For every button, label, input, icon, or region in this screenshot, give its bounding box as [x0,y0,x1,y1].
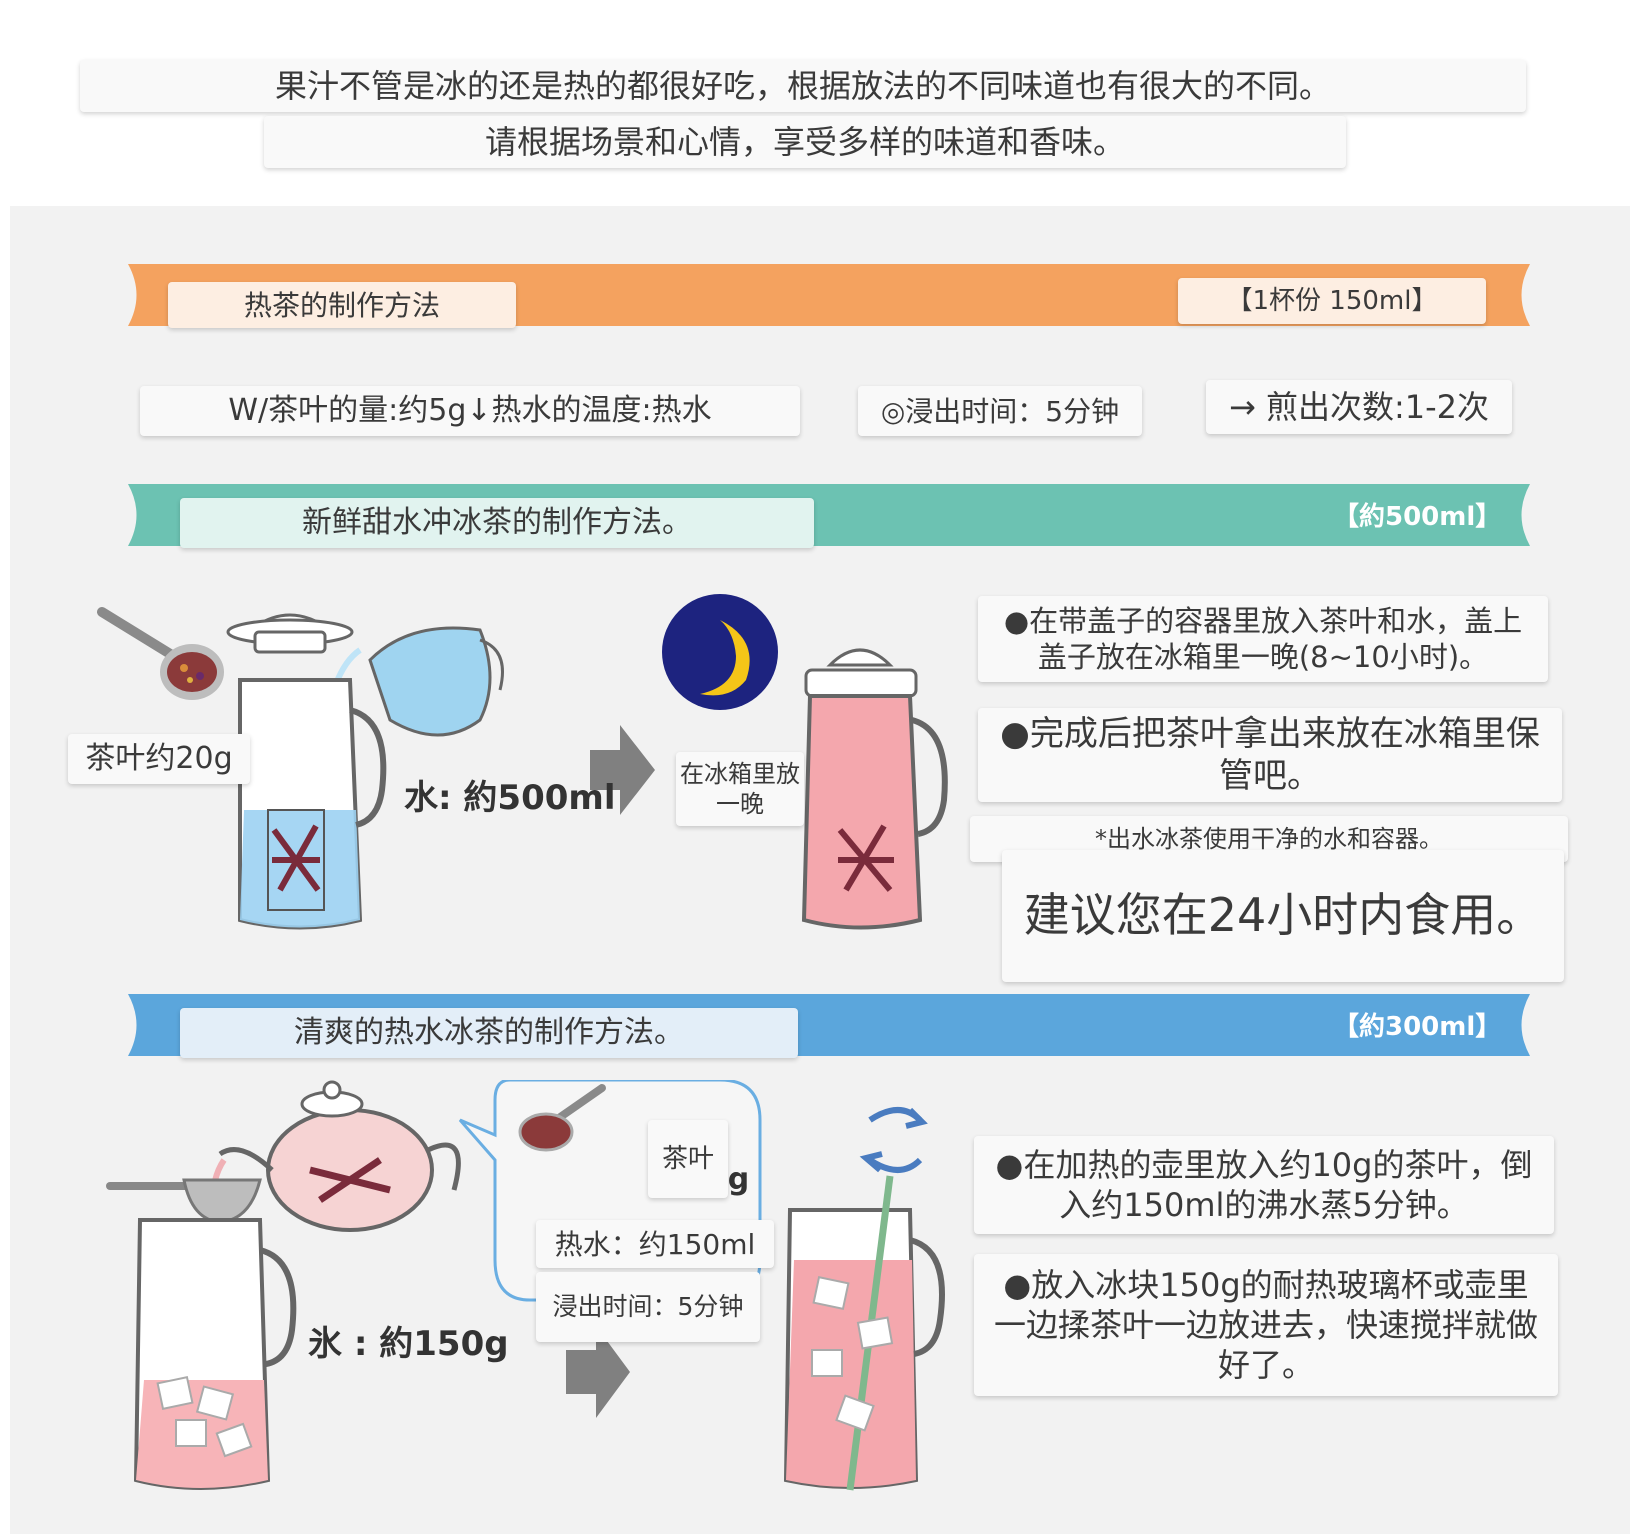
intro-caption-2: 请根据场景和心情，享受多样的味道和香味。 [264,116,1346,168]
cold-brew-fridge-label: 在冰箱里放一晚 [676,752,804,826]
hot-iced-step-2: ●放入冰块150g的耐热玻璃杯或壶里一边揉茶叶一边放进去，快速搅拌就做好了。 [974,1254,1558,1396]
cold-brew-step-2: ●完成后把茶叶拿出来放在冰箱里保管吧。 [978,708,1562,802]
intro-caption-1: 果汁不管是冰的还是热的都很好吃，根据放法的不同味道也有很大的不同。 [80,60,1526,112]
cold-brew-illustration [97,594,948,930]
hot-iced-step-1: ●在加热的壶里放入约10g的茶叶，倒入约150ml的沸水蒸5分钟。 [974,1136,1554,1234]
spoon-icon [518,1084,606,1152]
cold-brew-step-1: ●在带盖子的容器里放入茶叶和水，盖上盖子放在冰箱里一晚(8~10小时)。 [978,596,1548,682]
hot-iced-volume: 【約300ml】 [1333,1012,1502,1042]
ice-pitcher-icon [133,1218,297,1490]
hot-tea-amount: W/茶叶的量:约5g↓热水的温度:热水 [140,386,800,436]
intro-line-2: 请根据场景和心情，享受多样的味道和香味。 [484,123,1125,161]
pink-pitcher-icon [801,648,948,930]
strainer-icon [106,1178,262,1224]
hot-iced-illustration [106,1080,945,1491]
hot-tea-brews: → 煎出次数:1-2次 [1206,380,1512,434]
moon-icon [662,594,778,710]
rotate-arrows-icon [859,1107,928,1173]
cold-brew-title: 新鲜甜水冲冰茶的制作方法。 [180,498,814,548]
hot-iced-tea-label: 茶叶 [648,1120,728,1198]
cold-brew-water-label: 水: 約500ml [404,778,616,818]
teapot-icon [208,1080,461,1360]
hot-tea-serving: 【1杯份 150ml】 [1178,278,1486,324]
hot-iced-title: 清爽的热水冰茶的制作方法。 [180,1008,798,1058]
hot-tea-title: 热茶的制作方法 [168,282,516,328]
cold-brew-advice: 建议您在24小时内食用。 [1002,850,1564,982]
hot-tea-steep-time: ◎浸出时间：5分钟 [858,386,1142,436]
intro-line-1: 果汁不管是冰的还是热的都很好吃，根据放法的不同味道也有很大的不同。 [274,67,1331,105]
spoon-icon [97,607,224,700]
pitcher-icon [238,678,387,930]
iced-glass-icon [783,1175,945,1491]
hot-iced-steep-time: 浸出时间：5分钟 [536,1272,760,1342]
hot-iced-hot-water: 热水：约150ml [536,1220,774,1268]
hot-iced-ice-label: 氷 : 約150g [308,1324,509,1364]
right-arrow-icon [566,1326,630,1418]
cold-brew-tea-label: 茶叶约20g [68,734,250,784]
pitcher-lid-icon [226,613,354,654]
cold-brew-volume: 【約500ml】 [1333,502,1502,532]
right-arrow-icon [590,725,655,815]
